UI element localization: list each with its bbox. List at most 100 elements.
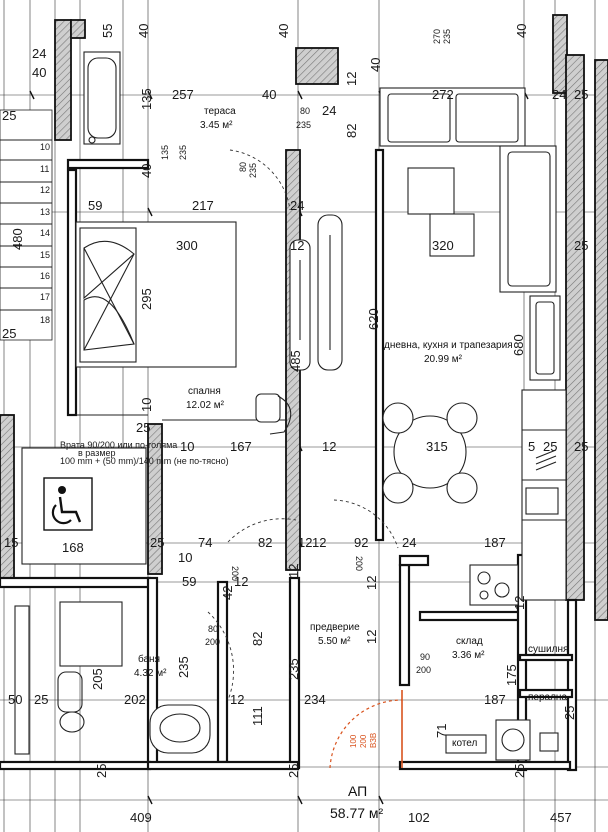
room-storage-name: склад bbox=[456, 636, 483, 647]
room-laundry-name: перална bbox=[528, 692, 567, 703]
dim-295: 295 bbox=[139, 288, 154, 310]
dim-202: 202 bbox=[124, 692, 146, 707]
wardrobe-sliding bbox=[289, 214, 343, 371]
dim-25h: 25 bbox=[512, 764, 527, 778]
room-terrace-area: 3.45 м² bbox=[200, 120, 233, 131]
dim-235c: 235 bbox=[248, 163, 258, 178]
dim-205: 205 bbox=[90, 668, 105, 690]
dim-40e: 40 bbox=[262, 87, 276, 102]
dim-40g: 40 bbox=[139, 164, 154, 178]
dim-409: 409 bbox=[130, 810, 152, 825]
dim-175: 175 bbox=[504, 664, 519, 686]
apartment-name: АП bbox=[348, 783, 367, 799]
dim-top-24: 24 bbox=[32, 46, 46, 61]
dim-top-40d: 40 bbox=[32, 65, 46, 80]
entrance-door-code-3: ВЗВ bbox=[369, 733, 378, 748]
bathroom-fixtures bbox=[14, 601, 211, 755]
dim-620: 620 bbox=[366, 308, 381, 330]
accessible-note-2: в размер bbox=[78, 448, 116, 458]
dim-80: 80 bbox=[300, 106, 310, 116]
stair-13: 13 bbox=[40, 207, 50, 217]
room-bathroom-name: баня bbox=[138, 653, 160, 665]
dim-217: 217 bbox=[192, 198, 214, 213]
dim-12g: 12 bbox=[286, 564, 301, 578]
dim-25b-right: 25 bbox=[574, 238, 588, 253]
dim-10a-v: 10 bbox=[139, 398, 154, 412]
stair-18: 18 bbox=[40, 315, 50, 325]
dim-92: 92 bbox=[354, 535, 368, 550]
bathtub-top bbox=[83, 51, 121, 145]
dim-25g: 25 bbox=[286, 764, 301, 778]
dim-320: 320 bbox=[432, 238, 454, 253]
dim-25e: 25 bbox=[34, 692, 48, 707]
room-bathroom-area: 4.32 м² bbox=[134, 668, 167, 679]
dim-168: 168 bbox=[62, 540, 84, 555]
dim-15: 15 bbox=[4, 535, 18, 550]
dim-top-40c: 40 bbox=[514, 24, 529, 38]
dimension-labels: 55 40 40 40 270 235 24 40 25 480 25 10 1… bbox=[2, 24, 588, 825]
dim-12d: 12 bbox=[298, 535, 312, 550]
stair-16: 16 bbox=[40, 271, 50, 281]
room-labels: тераса 3.45 м² спалня 12.02 м² дневна, к… bbox=[134, 106, 568, 821]
dim-74: 74 bbox=[198, 535, 212, 550]
dim-272: 272 bbox=[432, 87, 454, 102]
dim-24b: 24 bbox=[552, 87, 566, 102]
dim-12j: 12 bbox=[230, 692, 244, 707]
stair-10: 10 bbox=[40, 142, 50, 152]
dim-200c: 200 bbox=[205, 637, 220, 647]
dim-200a: 200 bbox=[230, 566, 240, 581]
wheelchair-icon bbox=[51, 486, 82, 525]
dim-187b: 187 bbox=[484, 692, 506, 707]
dim-12f: 12 bbox=[234, 574, 248, 589]
dining-table bbox=[382, 402, 478, 504]
dim-59b: 59 bbox=[182, 574, 196, 589]
dim-10b: 10 bbox=[178, 550, 192, 565]
dim-257: 257 bbox=[172, 87, 194, 102]
dim-235b: 235 bbox=[178, 145, 188, 160]
bed bbox=[75, 221, 237, 368]
dim-234: 234 bbox=[304, 692, 326, 707]
dim-50: 50 bbox=[8, 692, 22, 707]
dim-24d: 24 bbox=[402, 535, 416, 550]
dim-25f: 25 bbox=[94, 764, 109, 778]
dim-200d: 200 bbox=[416, 665, 431, 675]
staircase bbox=[0, 109, 53, 341]
apartment-area: 58.77 м² bbox=[330, 805, 384, 821]
dim-82b: 82 bbox=[258, 535, 272, 550]
dim-71: 71 bbox=[434, 724, 449, 738]
dim-12b: 12 bbox=[290, 238, 304, 253]
room-bedroom-area: 12.02 м² bbox=[186, 400, 225, 411]
dim-25b: 25 bbox=[136, 420, 150, 435]
entrance-door-code-1: 100 bbox=[349, 734, 358, 748]
dim-300: 300 bbox=[176, 238, 198, 253]
dim-top-270: 270 bbox=[432, 29, 442, 44]
dim-200b: 200 bbox=[354, 556, 364, 571]
dim-24a: 24 bbox=[322, 103, 336, 118]
room-boiler-name: котел bbox=[452, 738, 478, 749]
dim-24c: 24 bbox=[290, 198, 304, 213]
room-hall-name: предверие bbox=[310, 622, 360, 633]
dim-25i: 25 bbox=[562, 706, 577, 720]
dim-12i: 12 bbox=[364, 630, 379, 644]
dim-10a: 10 bbox=[180, 439, 194, 454]
dim-315: 315 bbox=[426, 439, 448, 454]
room-living-area: 20.99 м² bbox=[424, 354, 463, 365]
room-dryer-name: сушилня bbox=[528, 644, 568, 655]
laundry-appliances bbox=[445, 719, 559, 761]
dim-167: 167 bbox=[230, 439, 252, 454]
desk-chair bbox=[255, 393, 292, 435]
dim-12c: 12 bbox=[322, 439, 336, 454]
dim-12-right: 12 bbox=[512, 596, 527, 610]
dim-80c: 80 bbox=[208, 624, 218, 634]
dim-25c: 25 bbox=[543, 439, 557, 454]
dim-187a: 187 bbox=[484, 535, 506, 550]
apartment-walls bbox=[0, 148, 578, 772]
entrance-door-code-2: 200 bbox=[359, 734, 368, 748]
stair-14: 14 bbox=[40, 228, 50, 238]
dim-12e: 12 bbox=[312, 535, 326, 550]
dim-left-25b: 25 bbox=[2, 326, 16, 341]
dim-90: 90 bbox=[420, 652, 430, 662]
room-terrace-name: тераса bbox=[204, 106, 236, 117]
stair-17: 17 bbox=[40, 292, 50, 302]
